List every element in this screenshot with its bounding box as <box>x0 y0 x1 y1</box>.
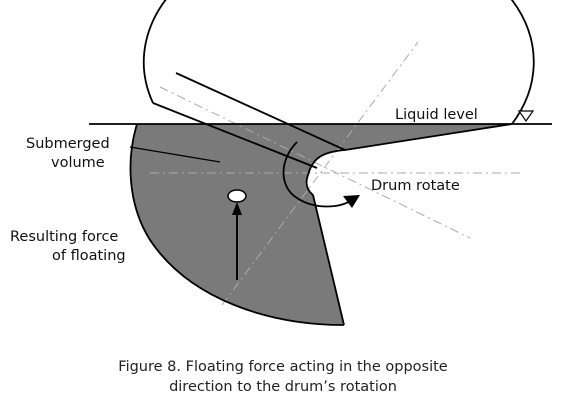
drum-lower-outline <box>129 123 345 326</box>
center-lines <box>150 41 522 306</box>
submerged-label-line2: volume <box>51 155 105 171</box>
submerged-label-line1: Submerged <box>26 136 110 152</box>
figure-caption-line2: direction to the drum’s rotation <box>169 379 397 395</box>
blade-edges <box>152 72 513 326</box>
cutout-lower-edge <box>312 194 345 326</box>
resulting-force-label-line2: of floating <box>52 248 126 264</box>
liquid-level-triangle-icon <box>517 110 535 123</box>
submerged-leader-line <box>129 146 221 163</box>
rotation-arrow-icon <box>343 195 360 208</box>
figure-caption-line1: Figure 8. Floating force acting in the o… <box>118 359 448 375</box>
resulting-force-label-line1: Resulting force <box>10 229 118 245</box>
centerline-diagonal-up <box>221 41 419 306</box>
centerline-diagonal-down <box>159 86 471 239</box>
drum-rotate-label: Drum rotate <box>371 178 460 194</box>
floating-force-arrow-icon <box>232 202 242 215</box>
blade-edge-lower <box>152 102 318 169</box>
cutout-upper-edge <box>344 123 513 151</box>
blade-edge-upper <box>175 72 346 151</box>
drum-outline <box>142 0 535 125</box>
buoyancy-center-marker <box>227 189 247 203</box>
submerged-region <box>130 124 512 325</box>
cutout-corner <box>305 149 346 196</box>
rotation-arc <box>282 141 353 208</box>
liquid-level-label: Liquid level <box>395 107 478 123</box>
